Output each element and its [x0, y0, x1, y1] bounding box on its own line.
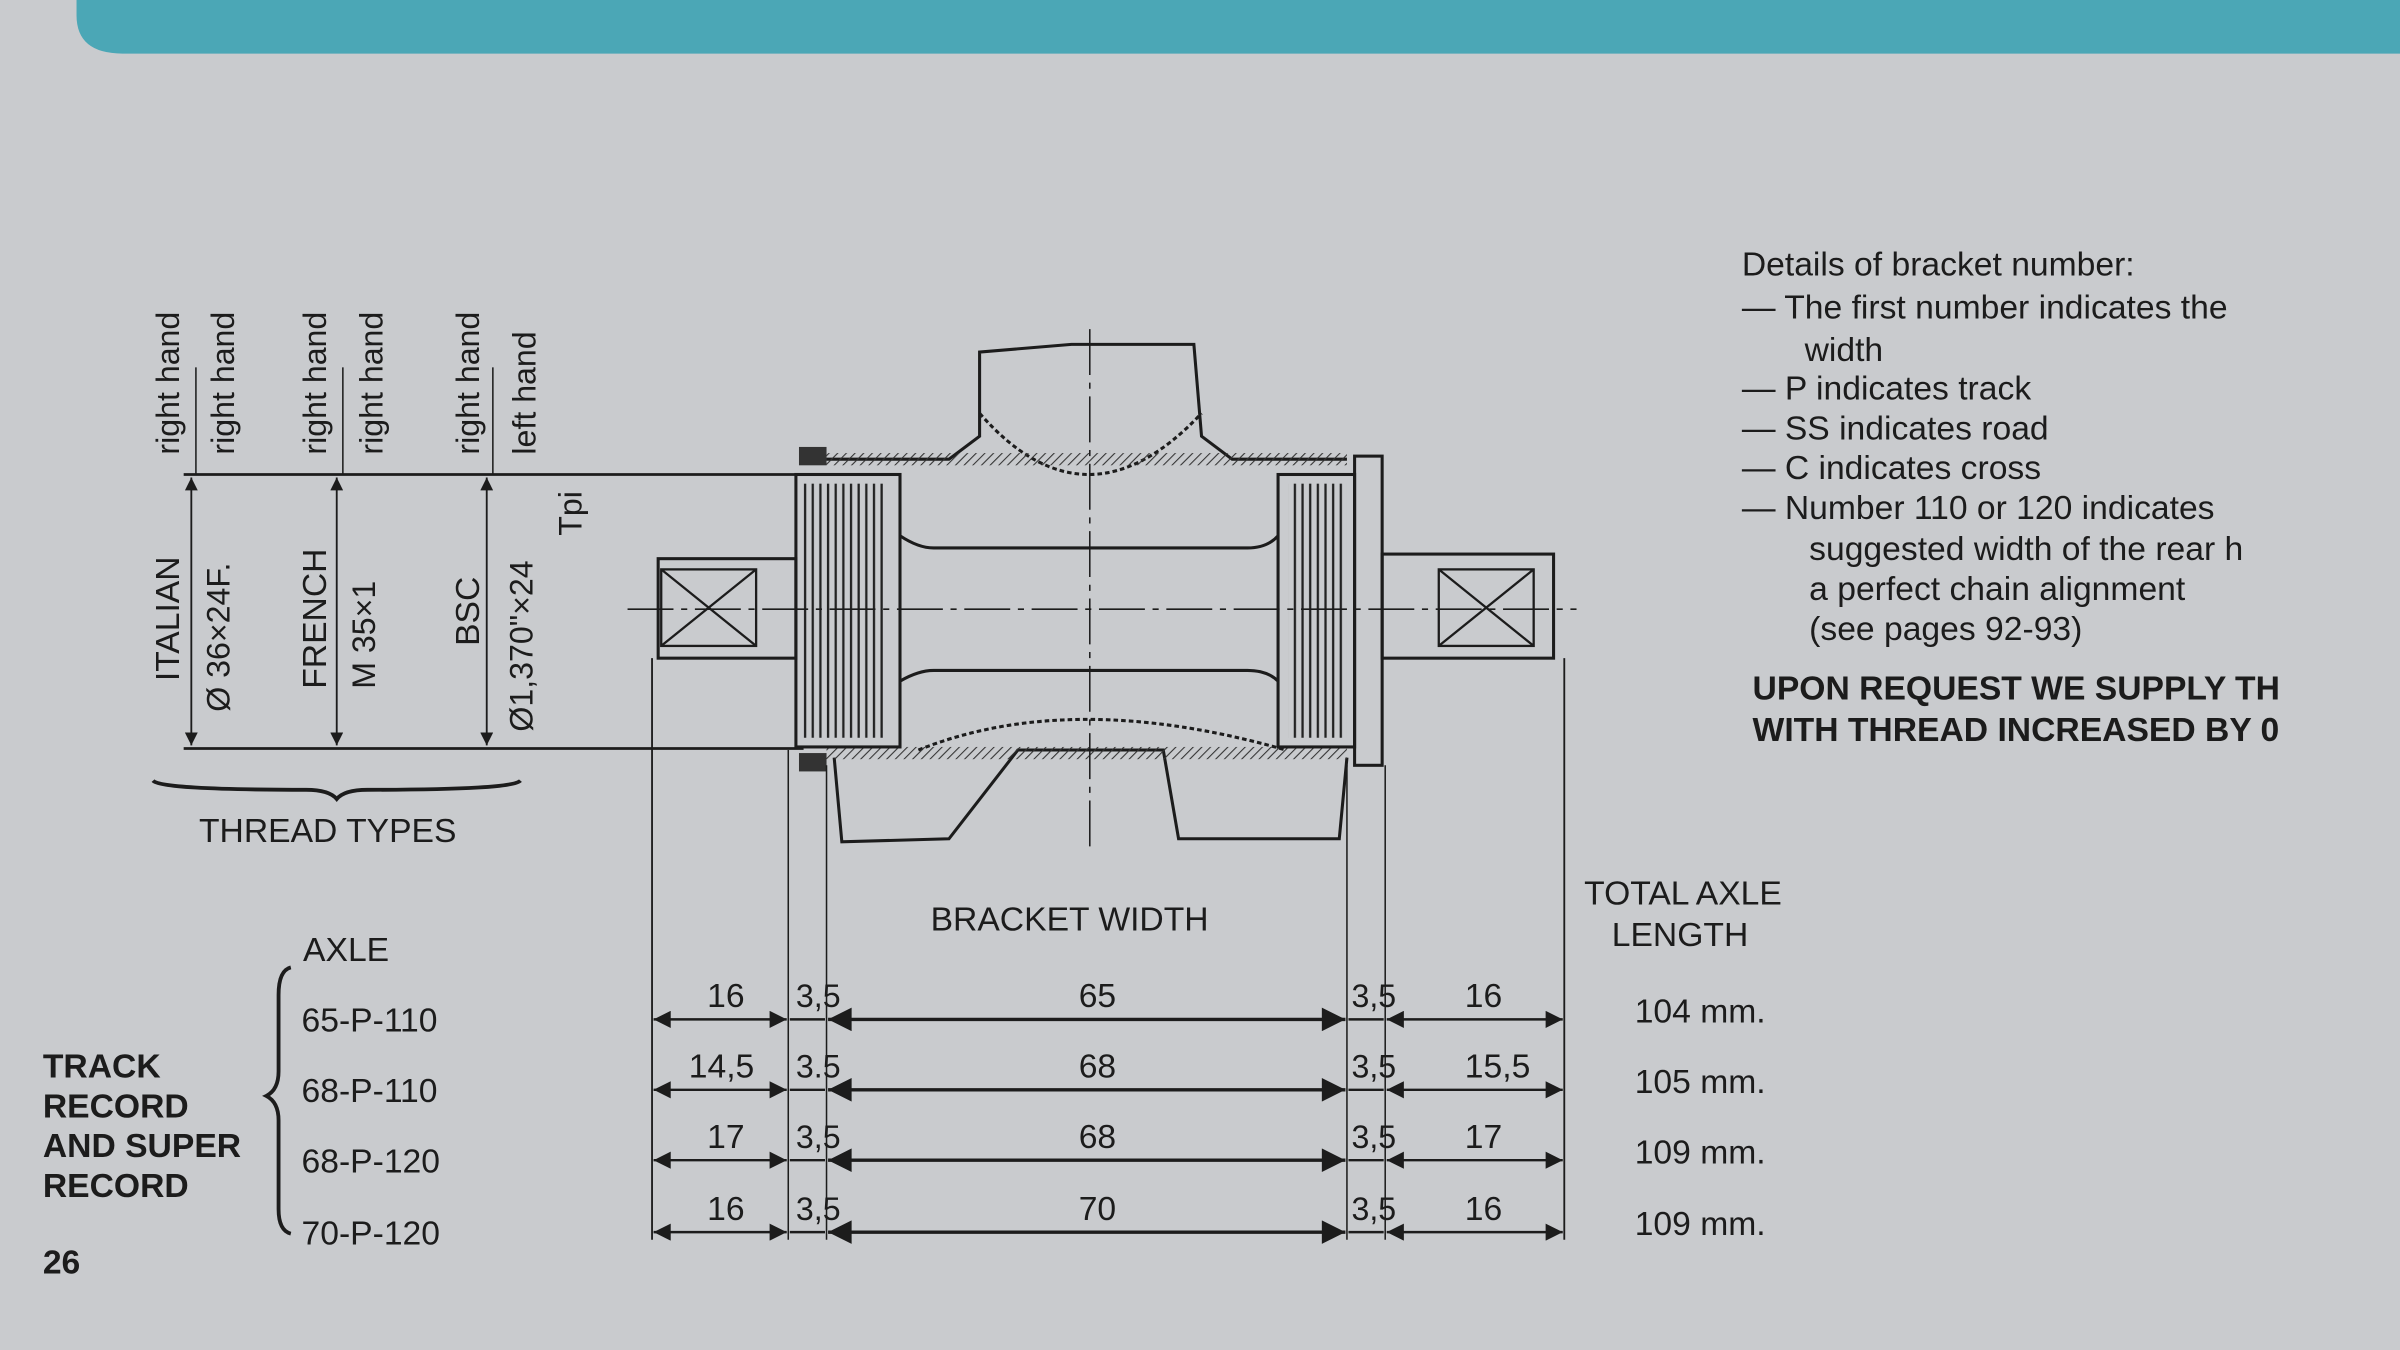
top-banner	[76, 0, 2400, 54]
axle-code: 65-P-110	[302, 1003, 438, 1040]
dimension-value: 17	[1465, 1119, 1502, 1156]
dimension-value: 3,5	[1352, 1049, 1397, 1085]
thread-spec: Ø1,370"×24	[504, 560, 540, 731]
dimension-value: 14,5	[689, 1049, 755, 1086]
dimension-value: 68	[1079, 1049, 1116, 1086]
dimension-value: 16	[1465, 1191, 1502, 1228]
axle-code: 70-P-120	[302, 1215, 440, 1252]
dimension-value: 3,5	[1352, 1191, 1397, 1227]
axle-brace	[262, 965, 292, 1236]
bracket-number-details: Details of bracket number: — The first n…	[1742, 247, 2280, 749]
supply-notice: WITH THREAD INCREASED BY 0	[1753, 712, 2280, 749]
thread-hand: left hand	[507, 331, 543, 454]
details-line: — Number 110 or 120 indicates	[1742, 490, 2215, 527]
thread-types-title: THREAD TYPES	[199, 813, 456, 850]
thread-name: ITALIAN	[150, 556, 187, 681]
group-label: TRACK RECORD AND SUPER RECORD	[43, 1049, 241, 1205]
details-line: — SS indicates road	[1742, 410, 2049, 447]
details-line: — C indicates cross	[1742, 450, 2041, 487]
table-row: 68-P-120 17 3,5 68 3,5 17 109 mm.	[302, 1119, 1766, 1180]
thread-hand: right hand	[150, 312, 186, 455]
thread-hand: right hand	[354, 312, 390, 455]
group-label-line: AND SUPER	[43, 1128, 241, 1165]
dimension-value: 70	[1079, 1191, 1116, 1228]
dimension-value: 3,5	[796, 1119, 841, 1155]
axle-code: 68-P-120	[302, 1143, 440, 1180]
page-number: 26	[43, 1244, 80, 1281]
dimension-value: 16	[707, 978, 744, 1015]
thread-hand: right hand	[450, 312, 486, 455]
table-row: 65-P-110 16 3,5 65 3,5 16 104 mm.	[302, 978, 1766, 1039]
thread-types-brace	[151, 779, 522, 802]
dimension-value: 65	[1079, 978, 1116, 1015]
details-line: a perfect chain alignment	[1809, 571, 2186, 608]
dimension-value: 3,5	[796, 978, 841, 1014]
axle-code: 68-P-110	[302, 1073, 438, 1110]
details-line: — The first number indicates the	[1742, 289, 2228, 326]
total-axle-length: 105 mm.	[1635, 1064, 1766, 1101]
bottom-bracket-drawing	[627, 329, 1577, 1240]
dimension-value: 15,5	[1465, 1049, 1531, 1086]
details-line: (see pages 92-93)	[1809, 611, 2082, 648]
total-axle-length: 109 mm.	[1635, 1206, 1766, 1243]
axle-header: AXLE	[303, 932, 389, 969]
supply-notice: UPON REQUEST WE SUPPLY TH	[1753, 670, 2280, 707]
thread-spec: M 35×1	[346, 581, 382, 689]
dimension-value: 68	[1079, 1119, 1116, 1156]
thread-spec-unit: Tpi	[553, 491, 589, 536]
thread-name: BSC	[450, 577, 487, 646]
dimension-value: 3,5	[1352, 978, 1397, 1014]
thread-hand: right hand	[205, 312, 241, 455]
table-row: 70-P-120 16 3,5 70 3,5 16 109 mm.	[302, 1191, 1766, 1252]
details-line: width	[1804, 332, 1884, 369]
thread-spec: Ø 36×24F.	[201, 563, 237, 712]
details-line: — P indicates track	[1742, 370, 2031, 407]
group-label-line: TRACK	[43, 1049, 161, 1086]
group-label-line: RECORD	[43, 1168, 189, 1205]
bracket-width-header: BRACKET WIDTH	[931, 902, 1209, 939]
dimension-value: 17	[707, 1119, 744, 1156]
total-axle-header: LENGTH	[1612, 917, 1749, 954]
dimension-value: 3.5	[796, 1049, 841, 1085]
total-axle-length: 109 mm.	[1635, 1134, 1766, 1171]
details-line: suggested width of the rear h	[1809, 531, 2243, 568]
dimension-value: 16	[1465, 978, 1502, 1015]
thread-hand: right hand	[297, 312, 333, 455]
total-axle-length: 104 mm.	[1635, 993, 1766, 1030]
thread-name: FRENCH	[297, 549, 334, 689]
group-label-line: RECORD	[43, 1088, 189, 1125]
thread-types: ITALIAN Ø 36×24F. right hand right hand …	[150, 312, 804, 850]
details-heading: Details of bracket number:	[1742, 247, 2135, 284]
axle-table: 65-P-110 16 3,5 65 3,5 16 104 mm. 68-P-110 14,5 3…	[302, 978, 1766, 1252]
dimension-value: 3,5	[1352, 1119, 1397, 1155]
table-row: 68-P-110 14,5 3.5 68 3,5 15,5 105 mm.	[302, 1049, 1766, 1110]
dimension-value: 16	[707, 1191, 744, 1228]
dimension-value: 3,5	[796, 1191, 841, 1227]
total-axle-header: TOTAL AXLE	[1584, 876, 1782, 913]
